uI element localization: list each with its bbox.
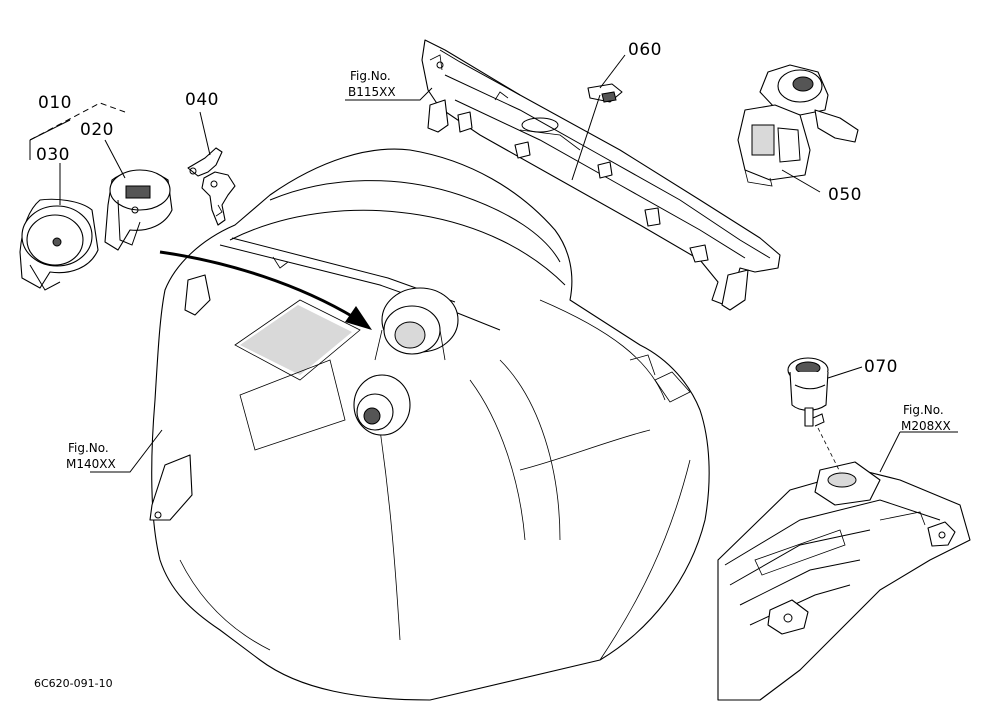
drawing-number: 6C620-091-10 <box>34 677 113 690</box>
key-switch-boss <box>374 287 459 361</box>
callout-020: 020 <box>80 120 114 140</box>
part-070-socket <box>787 357 829 427</box>
part-040-keys <box>187 147 236 226</box>
callout-010: 010 <box>38 93 72 113</box>
leader-lines <box>29 54 958 473</box>
fig-ref-m140-line1: Fig.No. <box>68 441 109 455</box>
socket-boss <box>353 374 411 436</box>
floor-mat <box>717 461 971 701</box>
body-panel <box>149 148 710 701</box>
assembly-arrow <box>159 250 372 330</box>
callout-050: 050 <box>828 185 862 205</box>
part-060-clip <box>587 83 623 103</box>
fig-ref-m140-line2: M140XX <box>66 457 116 471</box>
callout-070: 070 <box>864 357 898 377</box>
fig-ref-m208-line1: Fig.No. <box>903 403 944 417</box>
upper-trim-panel <box>421 39 781 311</box>
callout-060: 060 <box>628 40 662 60</box>
part-050-switch-unit <box>737 64 859 187</box>
fig-ref-b115-line1: Fig.No. <box>350 69 391 83</box>
part-030-switch-body <box>19 198 99 291</box>
callout-030: 030 <box>36 145 70 165</box>
part-020-cylinder-housing <box>104 169 173 251</box>
callout-040: 040 <box>185 90 219 110</box>
fig-ref-m208-line2: M208XX <box>901 419 951 433</box>
fig-ref-b115-line2: B115XX <box>348 85 396 99</box>
